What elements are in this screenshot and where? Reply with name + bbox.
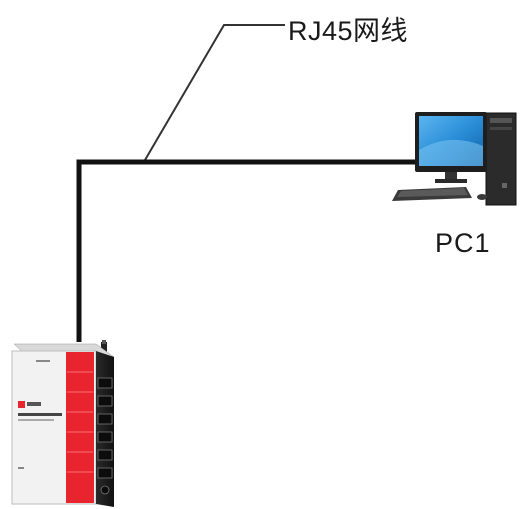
pc-label: PC1 — [435, 228, 491, 258]
label-leader-line — [144, 24, 285, 161]
cable-label: RJ45网线 — [288, 16, 409, 46]
industrial-router-icon — [11, 340, 115, 507]
desktop-computer-icon — [392, 112, 517, 206]
rj45-cable — [76, 159, 415, 342]
